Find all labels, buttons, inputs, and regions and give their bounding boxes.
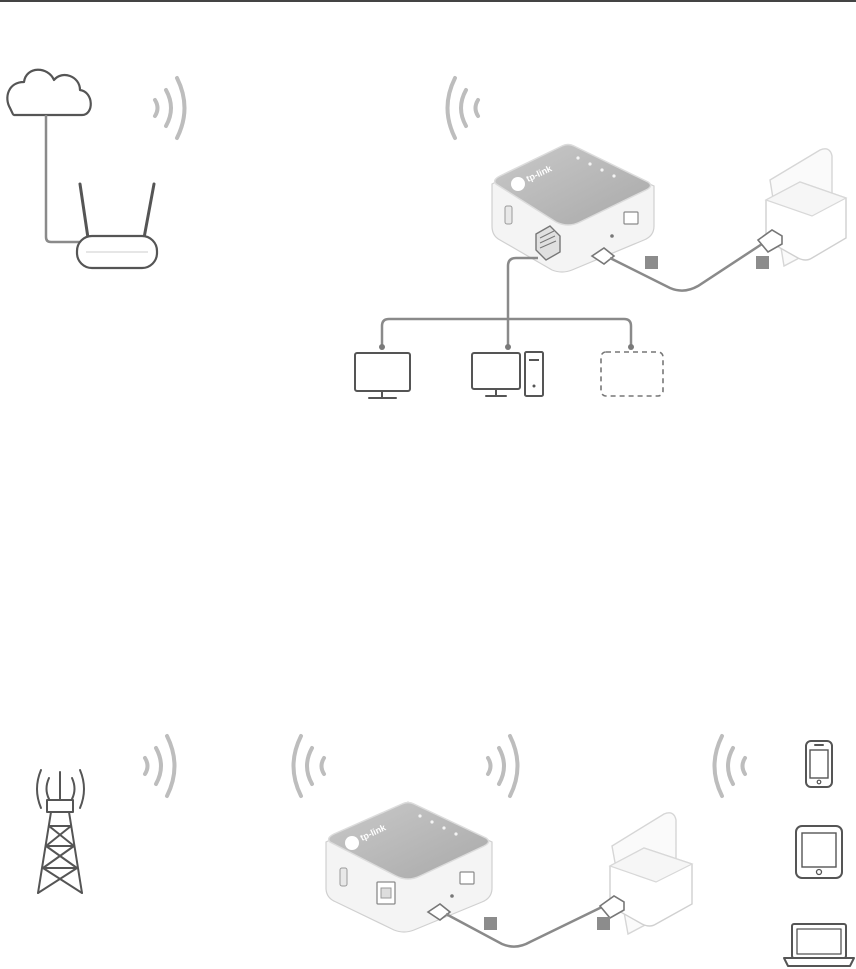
- reset-hole: [450, 894, 454, 898]
- usb-plug: [600, 896, 624, 918]
- wifi-wave-mini-in: [294, 736, 325, 796]
- mini-router-device: tp-link: [492, 145, 654, 273]
- usb-port: [624, 212, 638, 224]
- step-badge: [484, 917, 497, 930]
- tablet-icon: [796, 826, 842, 878]
- step-badge: [756, 256, 769, 269]
- cell-tower-icon: [37, 770, 84, 893]
- mode-switch: [340, 868, 347, 886]
- mode-switch: [505, 206, 512, 224]
- usb-plug: [758, 230, 782, 252]
- optional-device-placeholder: [601, 352, 663, 396]
- mini-router-device: tp-link: [326, 802, 492, 932]
- wifi-wave-devices-in: [715, 736, 746, 796]
- laptop-icon: [784, 924, 854, 966]
- power-adapter: [758, 149, 846, 266]
- step-badge: [597, 917, 610, 930]
- power-cable: [610, 244, 762, 291]
- wifi-wave-mini-in: [448, 78, 479, 138]
- connector-dot: [379, 344, 385, 350]
- power-adapter: [600, 813, 692, 934]
- desktop-pc-icon: [472, 352, 543, 396]
- wifi-wave-tower-out: [145, 736, 175, 796]
- wifi-wave-mini-out: [488, 736, 518, 796]
- reset-hole: [610, 234, 614, 238]
- usb-port: [460, 872, 474, 884]
- connector-dot: [505, 344, 511, 350]
- connector-dot: [628, 344, 634, 350]
- cloud-icon: [7, 70, 90, 115]
- power-cable: [446, 906, 604, 947]
- smartphone-icon: [806, 741, 832, 787]
- monitor-icon: [355, 353, 410, 398]
- step-badge: [645, 256, 658, 269]
- main-router-icon: [77, 184, 157, 268]
- wifi-wave-router-out: [155, 78, 185, 138]
- lan-cable-tree: [382, 258, 631, 346]
- wan-cable: [46, 115, 82, 242]
